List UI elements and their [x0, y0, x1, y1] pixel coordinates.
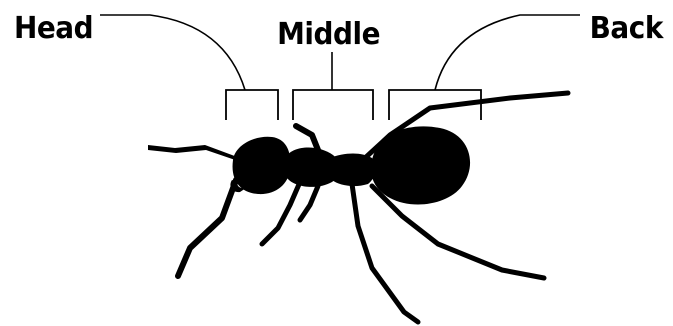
ant-antenna	[148, 145, 244, 163]
label-middle: Middle	[277, 16, 380, 51]
ant-petiole	[330, 154, 375, 187]
ant-leg-upper	[296, 126, 318, 150]
ant-head	[233, 137, 291, 194]
bracket-middle	[293, 90, 373, 120]
label-head: Head	[14, 10, 93, 45]
ant-silhouette	[148, 93, 568, 322]
ant-leg-down-middle	[352, 184, 418, 322]
label-back: Back	[590, 10, 664, 45]
ant-leg-front	[178, 180, 236, 276]
bracket-head	[226, 90, 278, 120]
leader-line-back	[435, 15, 580, 90]
leader-line-head	[100, 15, 245, 90]
ant-leg-mid-down	[300, 186, 318, 220]
